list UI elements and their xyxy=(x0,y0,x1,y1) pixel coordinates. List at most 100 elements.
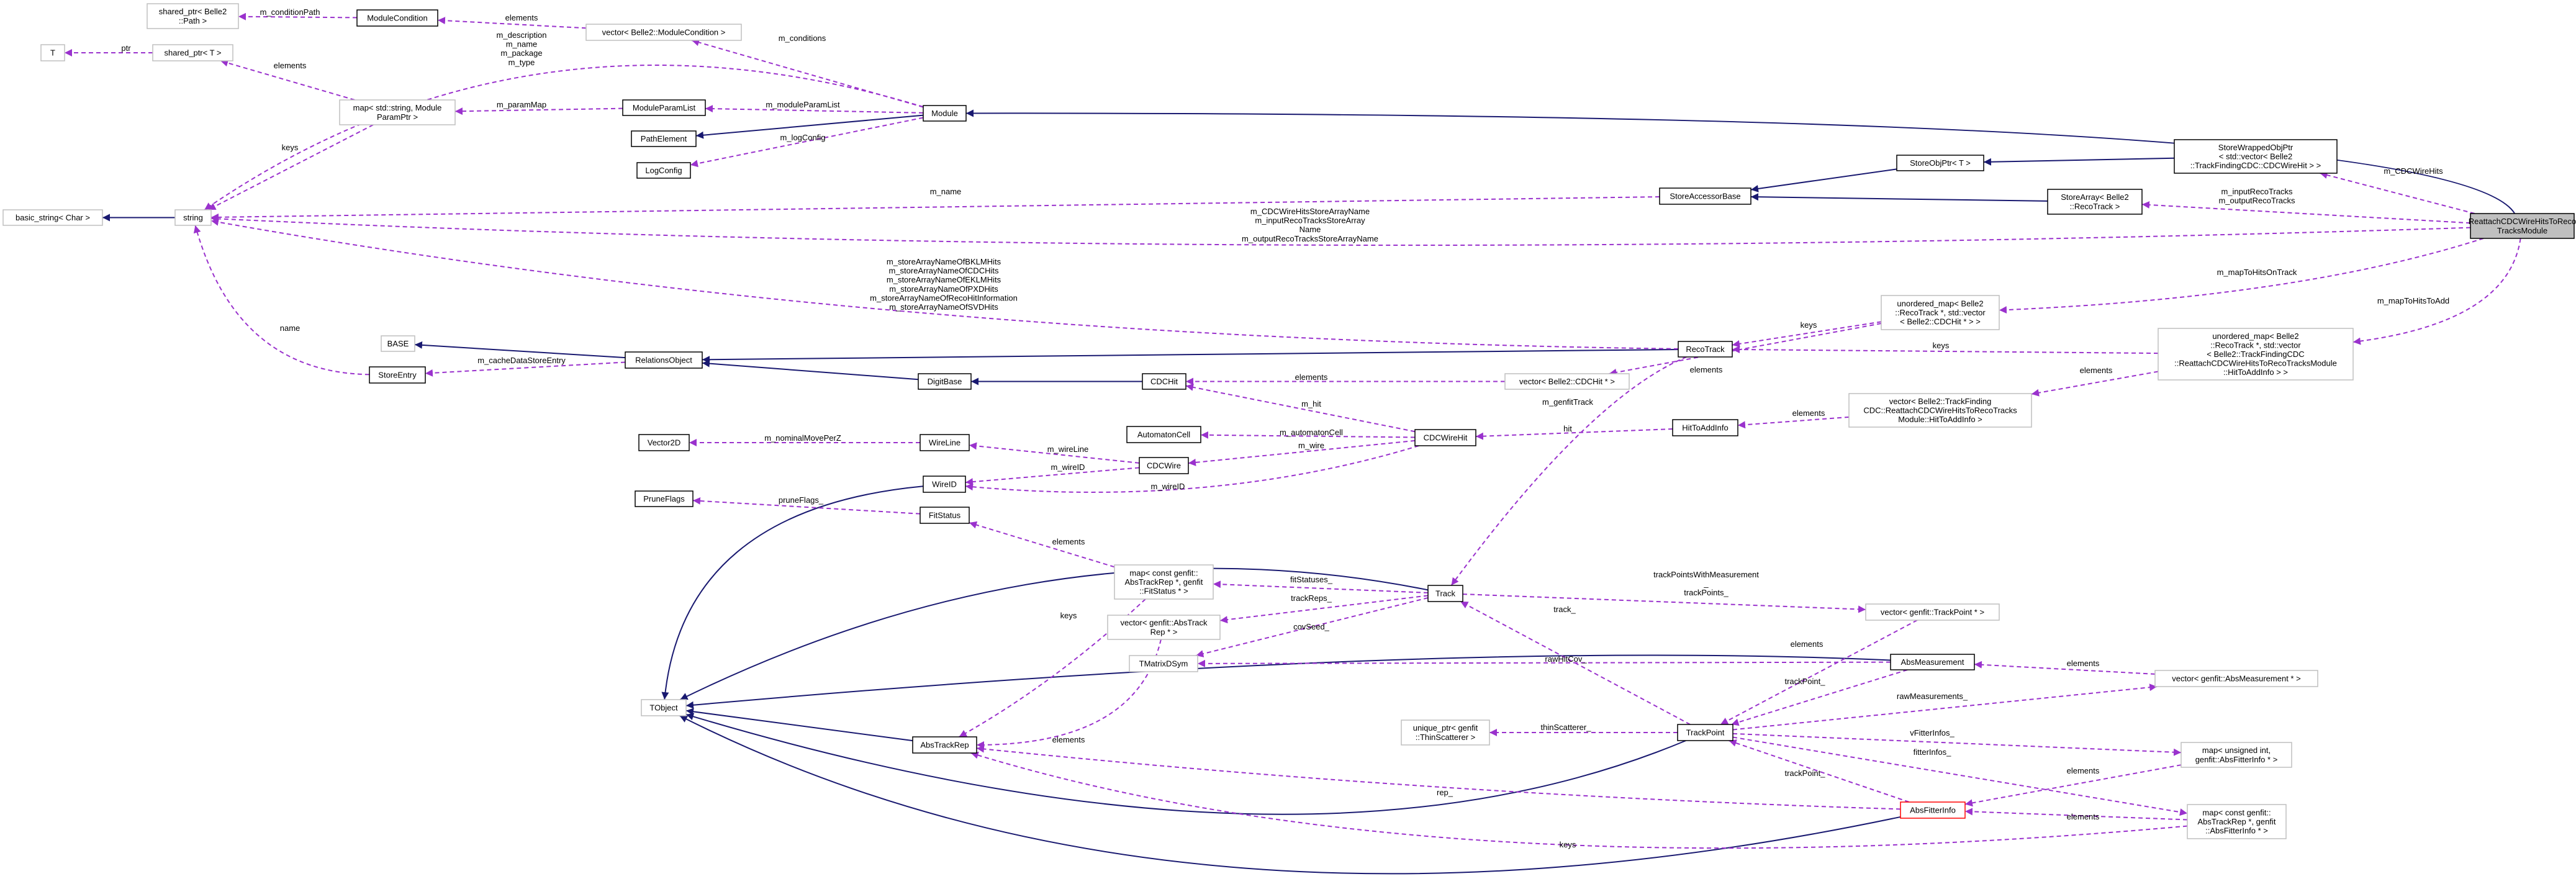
class-node-abstrackrep[interactable]: AbsTrackRep xyxy=(912,736,977,754)
node-label: vector< Belle2::CDCHit * > xyxy=(1519,377,1615,386)
node-label: CDCHit xyxy=(1150,377,1178,386)
edge-label: elements xyxy=(274,61,307,70)
class-node-map-unsigned-int-genfit-absfitterinfo[interactable]: map< unsigned int,genfit::AbsFitterInfo … xyxy=(2181,742,2292,768)
node-box xyxy=(635,490,694,507)
node-label: shared_ptr< Belle2::Path > xyxy=(159,7,227,25)
class-node-pathelement[interactable]: PathElement xyxy=(631,130,697,147)
class-node-vector-belle2-cdchit[interactable]: vector< Belle2::CDCHit * > xyxy=(1504,373,1630,390)
edge-label: m_logConfig xyxy=(780,133,826,142)
class-node-logconfig[interactable]: LogConfig xyxy=(636,162,691,179)
node-box xyxy=(923,476,966,493)
class-node-unordered-map-belle2-recotrack-std-vector-belle2-cdchit[interactable]: unordered_map< Belle2::RecoTrack *, std:… xyxy=(1881,295,2000,330)
class-node-unordered-map-belle2-recotrack-std-vector-belle2-trackfindingcdc-reattachcdcwirehitstorecotracksmodule-hittoaddinfo[interactable]: unordered_map< Belle2::RecoTrack *, std:… xyxy=(2158,328,2354,381)
node-box xyxy=(920,507,970,524)
class-node-cdchit[interactable]: CDCHit xyxy=(1142,373,1186,390)
class-node-cdcwire[interactable]: CDCWire xyxy=(1139,457,1189,474)
class-node-digitbase[interactable]: DigitBase xyxy=(918,373,972,390)
node-label: StoreAccessorBase xyxy=(1670,192,1740,201)
usage-edge xyxy=(210,196,1660,221)
class-node-vector2d[interactable]: Vector2D xyxy=(638,434,690,451)
node-box xyxy=(912,736,977,754)
edge-label: m_mapToHitsOnTrack xyxy=(2217,268,2297,277)
node-label: StoreArray< Belle2::RecoTrack > xyxy=(2061,192,2128,211)
class-node-module[interactable]: Module xyxy=(923,105,967,122)
class-node-vector-genfit-trackpoint[interactable]: vector< genfit::TrackPoint * > xyxy=(1865,603,2000,621)
node-box xyxy=(641,699,687,716)
usage-edge xyxy=(2141,201,2471,224)
class-node-storewrappedobjptr-std-vector-belle2-trackfindingcdc-cdcwirehit[interactable]: StoreWrappedObjPtr< std::vector< Belle2:… xyxy=(2174,139,2338,174)
class-node-vector-genfit-absmeasurement[interactable]: vector< genfit::AbsMeasurement * > xyxy=(2154,670,2318,687)
edge-label: elements xyxy=(1792,408,1825,418)
edge-label: rep_ xyxy=(1437,788,1453,797)
class-node-unique-ptr-genfit-thinscatterer[interactable]: unique_ptr< genfit::ThinScatterer > xyxy=(1401,719,1490,746)
usage-edge xyxy=(976,745,1901,810)
class-node-shared-ptr-belle2-path[interactable]: shared_ptr< Belle2::Path > xyxy=(147,3,239,29)
edge-label: elements xyxy=(2067,812,2100,821)
edge-label: m_wireID xyxy=(1051,462,1085,472)
class-node-hittoaddinfo[interactable]: HitToAddInfo xyxy=(1672,419,1738,436)
node-label: CDCWire xyxy=(1147,461,1181,471)
edge-labels-layer: m_conditionPathelementsm_conditionsptrel… xyxy=(121,7,2449,849)
class-node-shared-ptr-t[interactable]: shared_ptr< T > xyxy=(152,44,233,61)
node-box xyxy=(1129,655,1198,672)
node-label: AutomatonCell xyxy=(1137,430,1190,440)
class-node-storeentry[interactable]: StoreEntry xyxy=(369,366,426,384)
node-label: RecoTrack xyxy=(1686,345,1725,354)
node-label: vector< Belle2::ModuleCondition > xyxy=(602,28,726,37)
class-node-map-const-genfit-abstrackrep-genfit-absfitterinfo[interactable]: map< const genfit::AbsTrackRep *, genfit… xyxy=(2187,804,2287,839)
node-box xyxy=(1107,615,1221,640)
class-node-base[interactable]: BASE xyxy=(381,335,415,352)
class-node-map-const-genfit-abstrackrep-genfit-fitstatus[interactable]: map< const genfit::AbsTrackRep *, genfit… xyxy=(1114,564,1214,600)
class-node-basic-string-char[interactable]: basic_string< Char > xyxy=(2,209,103,226)
class-node-t[interactable]: T xyxy=(40,44,65,61)
class-node-track[interactable]: Track xyxy=(1427,585,1463,602)
usage-edge xyxy=(2352,238,2521,345)
node-box xyxy=(2181,742,2292,768)
usage-edge xyxy=(1732,733,2182,756)
class-node-wireline[interactable]: WireLine xyxy=(920,434,970,451)
node-label: T xyxy=(50,48,55,58)
class-node-absmeasurement[interactable]: AbsMeasurement xyxy=(1890,654,1975,670)
class-node-recotrack[interactable]: RecoTrack xyxy=(1678,341,1733,358)
node-box xyxy=(585,24,742,41)
inheritance-edge xyxy=(965,109,2516,214)
class-node-cdcwirehit[interactable]: CDCWireHit xyxy=(1414,429,1476,446)
class-node-storeaccessorbase[interactable]: StoreAccessorBase xyxy=(1659,187,1751,205)
class-node-tobject[interactable]: TObject xyxy=(641,699,687,716)
usage-edge xyxy=(210,215,2471,246)
class-node-pruneflags[interactable]: PruneFlags xyxy=(635,490,694,507)
class-node-trackpoint[interactable]: TrackPoint xyxy=(1677,724,1733,741)
class-node-tmatrixdsym[interactable]: TMatrixDSym xyxy=(1129,655,1198,672)
edge-label: trackPoint_ xyxy=(1784,677,1825,686)
class-node-storearray-belle2-recotrack[interactable]: StoreArray< Belle2::RecoTrack > xyxy=(2047,189,2143,215)
usage-edge xyxy=(220,59,355,101)
node-box xyxy=(147,3,239,29)
node-box xyxy=(1126,426,1201,443)
node-box xyxy=(923,105,967,122)
class-node-fitstatus[interactable]: FitStatus xyxy=(920,507,970,524)
class-node-wireid[interactable]: WireID xyxy=(923,476,966,493)
class-node-storeobjptr-t[interactable]: StoreObjPtr< T > xyxy=(1896,155,1984,171)
node-label: TrackPoint xyxy=(1686,728,1725,737)
edge-label: vFitterInfos_ xyxy=(1910,728,1955,737)
node-box xyxy=(622,99,706,116)
usage-edge xyxy=(1732,321,1882,348)
node-label: map< unsigned int,genfit::AbsFitterInfo … xyxy=(2195,746,2278,764)
class-node-string[interactable]: string xyxy=(174,209,212,226)
edge-label: m_wireID xyxy=(1151,482,1185,491)
edge-label: m_CDCWireHits xyxy=(2384,166,2443,176)
edge-label: m_nominalMovePerZ xyxy=(764,433,841,443)
class-node-modulecondition[interactable]: ModuleCondition xyxy=(356,9,438,27)
class-node-automatoncell[interactable]: AutomatonCell xyxy=(1126,426,1201,443)
class-node-absfitterinfo[interactable]: AbsFitterInfo xyxy=(1900,801,1966,819)
class-node-vector-belle2-modulecondition[interactable]: vector< Belle2::ModuleCondition > xyxy=(585,24,742,41)
usage-edge xyxy=(1462,593,1866,613)
node-box xyxy=(1678,341,1733,358)
class-node-relationsobject[interactable]: RelationsObject xyxy=(625,351,703,369)
node-box xyxy=(2174,139,2338,174)
class-node-moduleparamlist[interactable]: ModuleParamList xyxy=(622,99,706,116)
